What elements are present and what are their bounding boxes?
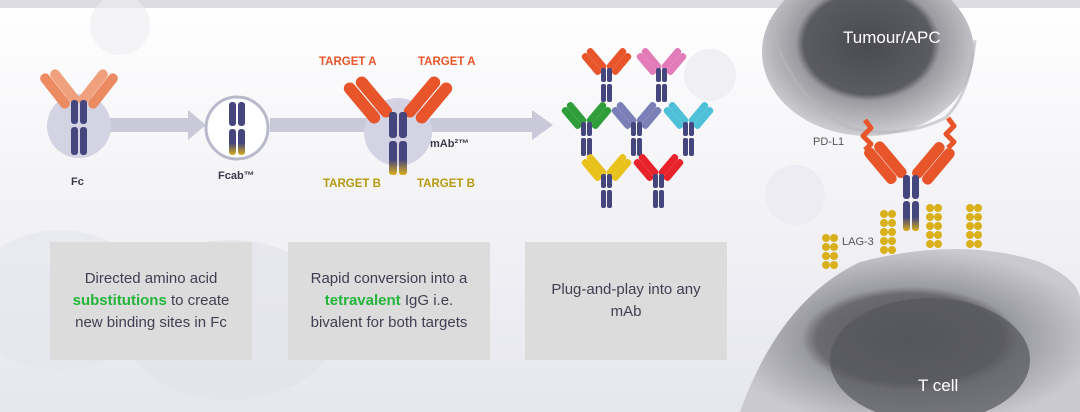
mab2-antibody [343,76,453,175]
bound-mab2-antibody [864,141,955,231]
target-b-label-right: TARGET B [417,178,475,190]
bg-blob [684,49,736,101]
fc-label: Fc [71,176,84,188]
target-a-label-left: TARGET A [319,56,377,68]
palette-antibody [581,154,632,208]
pd-l1-label: PD-L1 [813,136,845,148]
lag-3-stalk [926,204,942,248]
antibody-palette-grid [561,48,714,208]
fc-antibody [40,69,118,158]
top-band [0,0,1080,8]
caption-highlight: tetravalent [324,292,401,309]
bg-blob [90,0,150,55]
flow-arrow-1 [110,110,206,140]
lag-3-stalk [880,210,896,254]
palette-antibody [663,102,714,156]
caption-text: to create new binding sites in Fc [75,292,230,331]
palette-antibody [633,154,684,208]
lag-3-label: LAG-3 [842,236,874,248]
mab2-label: mAb²™ [430,138,470,150]
palette-antibody [611,102,662,156]
t-cell-label: T cell [918,376,959,395]
bg-blob [765,165,825,225]
caption-highlight: substitutions [72,292,167,309]
caption-text: IgG i.e. bivalent for both targets [310,292,468,331]
palette-antibody [561,102,612,156]
caption-text: Directed amino acid [84,270,218,287]
tumour-cell [762,0,977,136]
target-a-label-right: TARGET A [418,56,476,68]
lag-3-stalk [966,204,982,248]
lag-3-stalk [822,234,838,269]
flow-arrow-2 [270,118,368,132]
fcab-label: Fcab™ [218,170,255,182]
flow-arrow-3 [430,110,553,140]
tumour-apc-label: Tumour/APC [843,28,941,47]
fcab-antibody [204,95,270,161]
caption-box-tetravalent: Rapid conversion into a tetravalent IgG … [288,242,490,360]
palette-antibody [581,48,632,102]
palette-antibody [636,48,687,102]
caption-box-plug-and-play: Plug-and-play into any mAb [525,242,727,360]
pd-l1-molecule [860,116,957,152]
caption-text: Plug-and-play into any mAb [551,281,701,320]
target-b-label-left: TARGET B [323,178,381,190]
t-cell [740,249,1080,412]
caption-text: Rapid conversion into a [310,270,468,287]
lag-3-molecules [822,204,982,269]
caption-box-substitutions: Directed amino acid substitutions to cre… [50,242,252,360]
